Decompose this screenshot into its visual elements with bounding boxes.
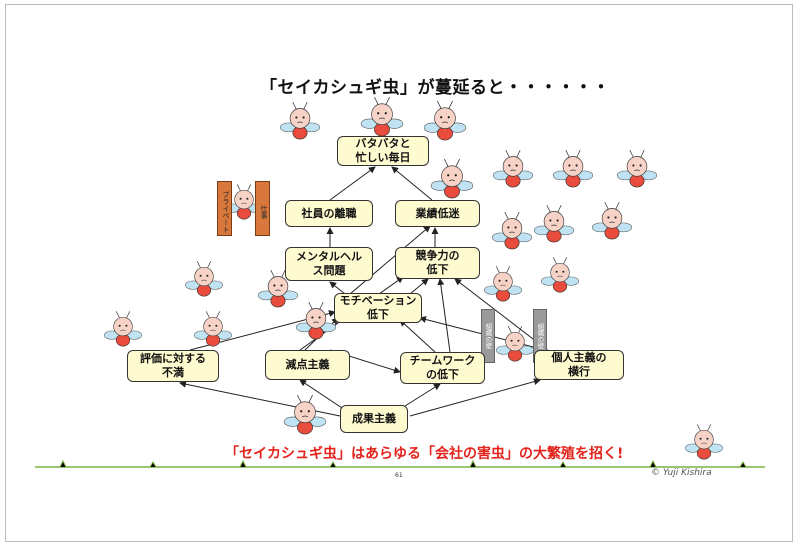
- node-demerit-system: 減点主義: [265, 350, 350, 380]
- grass-tufts: [59, 459, 747, 468]
- node-teamwork-decline: チームワークの低下: [400, 352, 485, 384]
- node-motivation-decline: モチベーション低下: [334, 293, 422, 323]
- node-performance-based: 成果主義: [340, 405, 408, 433]
- node-individualism-rampant: 個人主義の横行: [534, 350, 624, 380]
- page-number: 61: [395, 472, 403, 479]
- node-evaluation-dissatisfaction: 評価に対する不満: [127, 350, 219, 382]
- private-door: プライベート: [217, 181, 232, 236]
- page-border: [5, 4, 793, 542]
- illustrator-credit: © Yuji Kishira: [651, 468, 712, 478]
- node-business-slump: 業績低迷: [395, 200, 480, 227]
- node-employee-turnover: 社員の離職: [285, 200, 373, 227]
- bottom-caption: 「セイカシュギ虫」はあらゆる「会社の害虫」の大繁殖を招く!: [225, 446, 624, 462]
- node-competitiveness-decline: 競争力の低下: [395, 247, 480, 279]
- node-busy-days: バタバタと忙しい毎日: [337, 136, 429, 166]
- page-title: 「セイカシュギ虫」が蔓延ると・・・・・・: [260, 78, 610, 98]
- org-wall-left: 組織の壁: [481, 309, 495, 363]
- node-mental-health: メンタルヘルス問題: [285, 247, 373, 281]
- work-door: 仕事: [255, 181, 270, 236]
